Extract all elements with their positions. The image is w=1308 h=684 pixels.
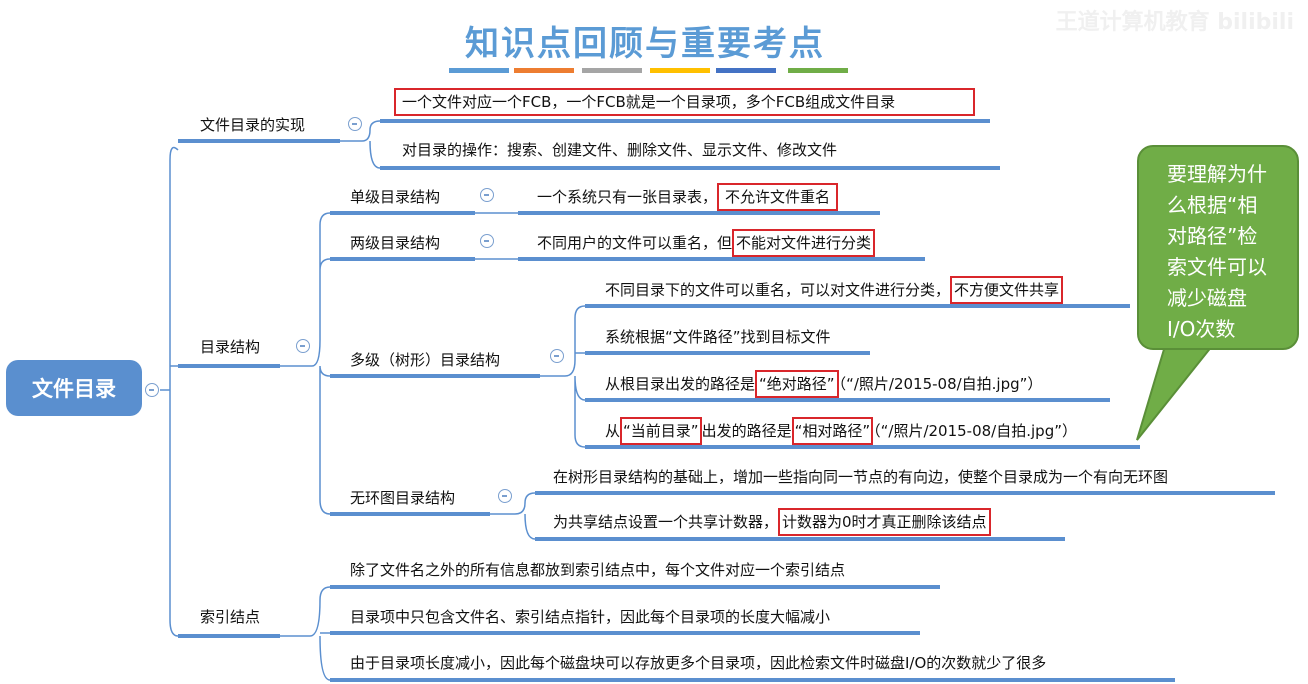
collapse-icon[interactable] — [480, 188, 494, 202]
multi-item-2[interactable]: 系统根据“文件路径”找到目标文件 — [605, 328, 831, 346]
highlight: “当前目录” — [620, 417, 702, 445]
highlight: 不能对文件进行分类 — [732, 229, 876, 257]
node-multi[interactable]: 多级（树形）目录结构 — [350, 351, 501, 369]
color-bar — [788, 68, 848, 73]
color-bar — [514, 68, 574, 73]
text: 从根目录出发的路径是 — [605, 375, 756, 393]
highlight: 计数器为0时才真正删除该结点 — [778, 508, 991, 536]
text: 一个系统只有一张目录表， — [537, 188, 718, 206]
callout-line: 对路径”检 — [1167, 224, 1258, 248]
root-node[interactable]: 文件目录 — [6, 360, 142, 416]
text: 不同用户的文件可以重名，但 — [537, 234, 733, 252]
node-inode[interactable]: 索引结点 — [200, 608, 261, 626]
collapse-icon[interactable] — [296, 339, 310, 353]
text: 为共享结点设置一个共享计数器， — [553, 513, 779, 531]
color-bar — [449, 68, 509, 73]
node-acyclic[interactable]: 无环图目录结构 — [350, 489, 456, 507]
text: （“/照片/2015-08/自拍.jpg”） — [838, 375, 1043, 393]
page-title: 知识点回顾与重要考点 — [465, 24, 825, 64]
text: 从 — [605, 422, 621, 440]
highlight: 不允许文件重名 — [717, 183, 839, 211]
color-bar — [716, 68, 776, 73]
callout-line: 减少磁盘 — [1167, 286, 1247, 310]
callout-note: 要理解为什 么根据“相 对路径”检 索文件可以 减少磁盘 I/O次数 — [1137, 145, 1299, 350]
callout-line: 索文件可以 — [1167, 255, 1267, 279]
text: 出发的路径是 — [701, 422, 792, 440]
single-item[interactable]: 一个系统只有一张目录表，不允许文件重名 — [537, 183, 839, 211]
inode-item-2[interactable]: 目录项中只包含文件名、索引结点指针，因此每个目录项的长度大幅减小 — [350, 608, 831, 626]
text: 不同目录下的文件可以重名，可以对文件进行分类， — [605, 281, 951, 299]
acyclic-item-2[interactable]: 为共享结点设置一个共享计数器，计数器为0时才真正删除该结点 — [553, 508, 991, 536]
highlight: “绝对路径” — [755, 370, 839, 398]
collapse-icon[interactable] — [348, 117, 362, 131]
multi-item-4[interactable]: 从“当前目录”出发的路径是“相对路径”（“/照片/2015-08/自拍.jpg”… — [605, 417, 1077, 445]
callout-line: 么根据“相 — [1167, 193, 1258, 217]
impl-item-1[interactable]: 一个文件对应一个FCB，一个FCB就是一个目录项，多个FCB组成文件目录 — [394, 88, 975, 116]
node-two[interactable]: 两级目录结构 — [350, 234, 441, 252]
callout-line: 要理解为什 — [1167, 162, 1267, 186]
callout-tail — [1136, 345, 1215, 441]
text: （“/照片/2015-08/自拍.jpg”） — [873, 422, 1077, 440]
multi-item-3[interactable]: 从根目录出发的路径是“绝对路径”（“/照片/2015-08/自拍.jpg”） — [605, 370, 1043, 398]
highlight: “相对路径” — [791, 417, 874, 445]
callout-line: I/O次数 — [1167, 317, 1236, 341]
inode-item-3[interactable]: 由于目录项长度减小，因此每个磁盘块可以存放更多个目录项，因此检索文件时磁盘I/O… — [350, 654, 1047, 672]
color-bar — [650, 68, 710, 73]
node-impl[interactable]: 文件目录的实现 — [200, 116, 306, 134]
impl-item-2[interactable]: 对目录的操作：搜索、创建文件、删除文件、显示文件、修改文件 — [402, 141, 838, 159]
collapse-icon[interactable] — [550, 349, 564, 363]
highlight: 不方便文件共享 — [950, 276, 1064, 304]
watermark: 王道计算机教育 bilibili — [1055, 10, 1294, 35]
collapse-icon[interactable] — [145, 383, 159, 397]
node-single[interactable]: 单级目录结构 — [350, 188, 441, 206]
node-struct[interactable]: 目录结构 — [200, 338, 261, 356]
collapse-icon[interactable] — [480, 234, 494, 248]
multi-item-1[interactable]: 不同目录下的文件可以重名，可以对文件进行分类，不方便文件共享 — [605, 276, 1064, 304]
acyclic-item-1[interactable]: 在树形目录结构的基础上，增加一些指向同一节点的有向边，使整个目录成为一个有向无环… — [553, 468, 1169, 486]
inode-item-1[interactable]: 除了文件名之外的所有信息都放到索引结点中，每个文件对应一个索引结点 — [350, 561, 846, 579]
collapse-icon[interactable] — [498, 489, 512, 503]
two-item[interactable]: 不同用户的文件可以重名，但不能对文件进行分类 — [537, 229, 876, 257]
color-bar — [582, 68, 642, 73]
